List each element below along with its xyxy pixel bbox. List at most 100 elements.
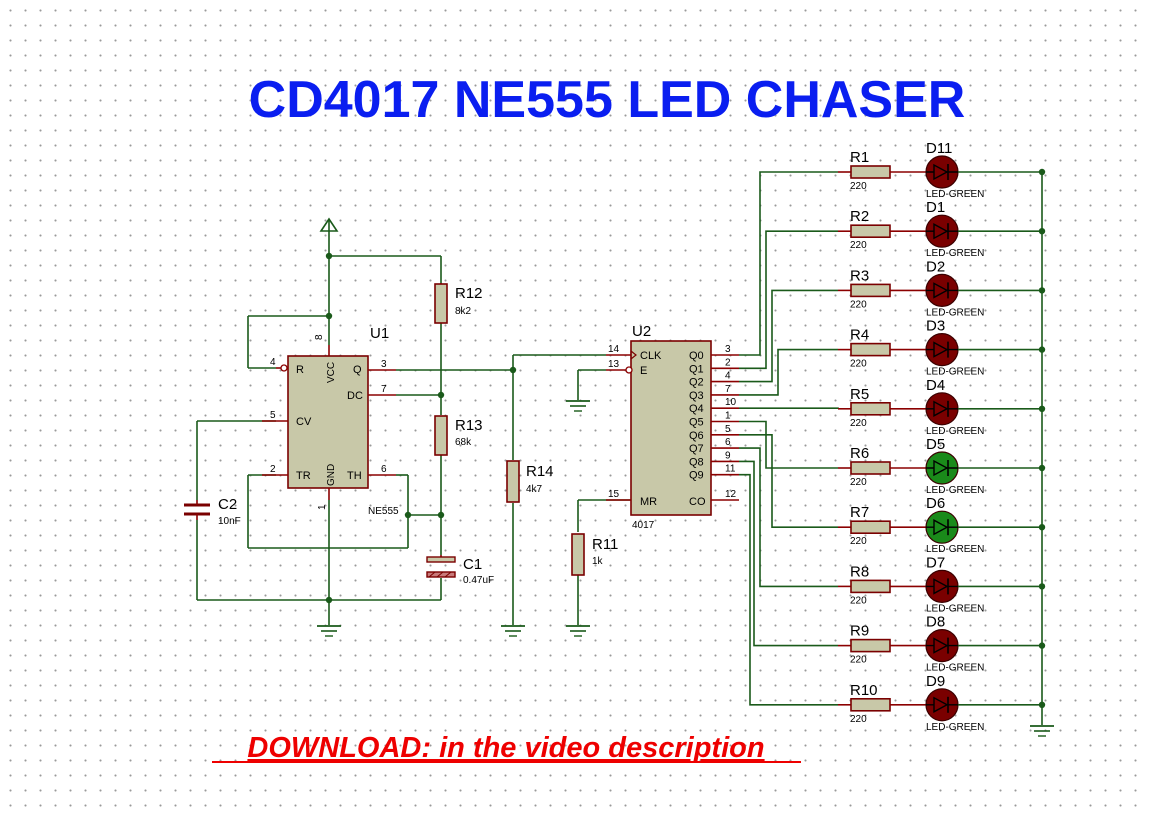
- resistor-value: 220: [850, 418, 867, 429]
- resistor-ref: R1: [850, 149, 869, 166]
- resistor-value: 220: [850, 477, 867, 488]
- svg-text:C2: C2: [218, 496, 237, 513]
- svg-text:1: 1: [317, 504, 328, 510]
- svg-text:7: 7: [381, 384, 387, 395]
- svg-text:DC: DC: [347, 390, 363, 402]
- led-type: LED-GREEN: [926, 722, 984, 733]
- output-wire: [739, 289, 838, 383]
- svg-text:4017: 4017: [632, 520, 655, 531]
- diagram-title: CD4017 NE555 LED CHASER: [249, 71, 966, 129]
- svg-text:R14: R14: [526, 463, 554, 480]
- resistor-r11[interactable]: R11 1k: [571, 533, 618, 576]
- led-ref: D9: [926, 673, 945, 690]
- ground-symbol: [317, 625, 341, 637]
- led-ref: D3: [926, 318, 945, 335]
- svg-text:12: 12: [725, 489, 737, 500]
- svg-text:3: 3: [381, 359, 387, 370]
- ground-symbol: [566, 625, 590, 637]
- led-type: LED-GREEN: [926, 603, 984, 614]
- svg-text:TR: TR: [296, 470, 311, 482]
- u1-ref: U1: [370, 325, 389, 342]
- resistor-r1[interactable]: R1 220: [838, 149, 926, 192]
- u1-part: NE555: [368, 506, 399, 517]
- resistor-ref: R8: [850, 563, 869, 580]
- resistor-r6[interactable]: R6 220: [838, 445, 926, 488]
- svg-text:4: 4: [270, 357, 276, 368]
- svg-text:CO: CO: [689, 496, 706, 508]
- u2-output-pin: 7: [725, 384, 731, 395]
- ground-symbol: [1030, 725, 1054, 737]
- resistor-value: 220: [850, 181, 867, 192]
- output-wire: [739, 348, 838, 396]
- resistor-value: 220: [850, 299, 867, 310]
- led-type: LED-GREEN: [926, 485, 984, 496]
- output-wire: [739, 407, 839, 410]
- resistor-r14[interactable]: R14 4k7: [506, 460, 554, 503]
- svg-text:6: 6: [381, 464, 387, 475]
- resistor-value: 220: [850, 714, 867, 725]
- ground-symbol: [501, 625, 525, 637]
- svg-text:TH: TH: [347, 470, 362, 482]
- svg-text:8k2: 8k2: [455, 306, 472, 317]
- u2-output-name: Q7: [689, 443, 704, 455]
- led-ref: D1: [926, 199, 945, 216]
- u2-output-pin: 11: [725, 464, 736, 475]
- led-type: LED-GREEN: [926, 663, 984, 674]
- cd4017-ic[interactable]: U2 4017 CLK E MR CO 14 13 15 12 Q03Q12Q2…: [606, 323, 739, 531]
- download-note[interactable]: DOWNLOAD: in the video description: [247, 732, 764, 764]
- led-type: LED-GREEN: [926, 248, 984, 259]
- svg-text:C1: C1: [463, 556, 482, 573]
- resistor-value: 220: [850, 536, 867, 547]
- led-ref: D5: [926, 436, 945, 453]
- u2-output-pin: 2: [725, 357, 731, 368]
- led-type: LED-GREEN: [926, 189, 984, 200]
- svg-text:14: 14: [608, 344, 620, 355]
- u2-output-pin: 3: [725, 344, 731, 355]
- capacitor-c2[interactable]: C2 10nF: [184, 496, 241, 527]
- resistor-ref: R9: [850, 623, 869, 640]
- svg-text:15: 15: [608, 489, 620, 500]
- led-type: LED-GREEN: [926, 426, 984, 437]
- resistor-r12[interactable]: R12 8k2: [434, 283, 483, 324]
- ne555-ic[interactable]: U1 NE555 R Q DC CV TR TH VCC GND 8 4 3 7…: [262, 325, 399, 517]
- svg-text:1k: 1k: [592, 556, 604, 567]
- svg-text:5: 5: [270, 410, 276, 421]
- resistor-r13[interactable]: R13 68k: [434, 415, 483, 456]
- led-ref: D4: [926, 377, 945, 394]
- u2-output-name: Q3: [689, 390, 704, 402]
- u2-output-name: Q4: [689, 403, 704, 415]
- u2-output-name: Q6: [689, 430, 704, 442]
- capacitor-c1[interactable]: C1 0.47uF: [426, 555, 494, 586]
- svg-text:MR: MR: [640, 496, 657, 508]
- u2-output-name: Q1: [689, 363, 704, 375]
- led-bank: R1220D11LED-GREENR2220D1LED-GREENR3220D2…: [838, 140, 1046, 733]
- resistor-ref: R6: [850, 445, 869, 462]
- resistor-value: 220: [850, 359, 867, 370]
- u2-output-name: Q2: [689, 377, 704, 389]
- led-type: LED-GREEN: [926, 544, 984, 555]
- output-wire: [739, 420, 838, 469]
- svg-text:R11: R11: [592, 536, 618, 553]
- resistor-value: 220: [850, 240, 867, 251]
- led-ref: D6: [926, 495, 945, 512]
